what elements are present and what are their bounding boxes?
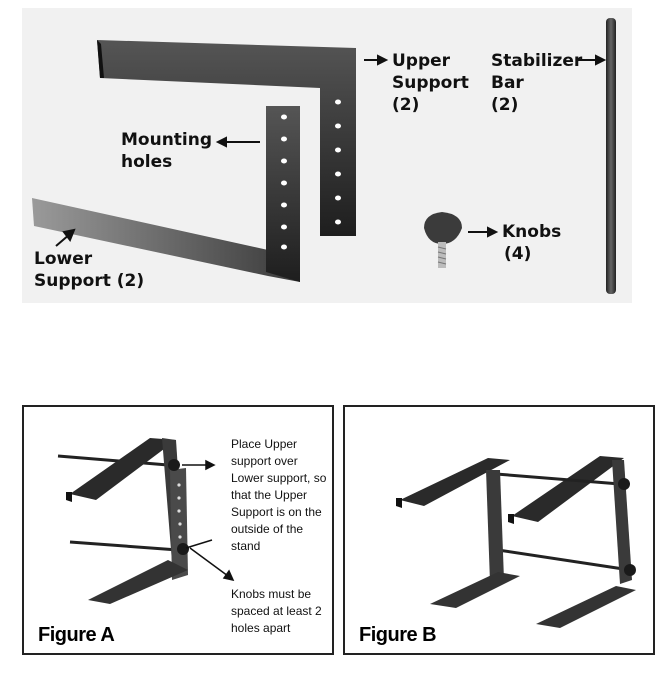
- figure-b-panel: [343, 405, 655, 655]
- arrow-stabilizer-icon: [578, 54, 607, 66]
- upper-support-label: Upper Support (2): [392, 51, 469, 115]
- knobs-label: Knobs (4): [502, 222, 562, 264]
- arrow-knobs-icon: [468, 226, 499, 238]
- place-upper-support-note: Place Upper support over Lower support, …: [231, 437, 327, 553]
- arrow-lower-support-icon: [55, 228, 76, 247]
- arrow-upper-support-icon: [364, 54, 389, 66]
- knob-part: [424, 212, 462, 268]
- figure-a-title: Figure A: [38, 624, 115, 646]
- figure-a-panel: [22, 405, 334, 655]
- mounting-holes-label: Mounting holes: [121, 130, 213, 172]
- figure-b-title: Figure B: [359, 624, 437, 646]
- arrow-place-note-icon: [182, 459, 216, 471]
- figure-a-stand: [57, 438, 189, 604]
- upper-support-part: [97, 40, 356, 236]
- arrow-knobs-note-icon: [185, 539, 235, 582]
- arrow-mounting-holes-icon: [215, 136, 260, 148]
- stabilizer-bar-part: [606, 18, 616, 294]
- knobs-spacing-note: Knobs must be spaced at least 2 holes ap…: [231, 587, 322, 635]
- stabilizer-bar-label: Stabilizer Bar (2): [491, 51, 583, 115]
- lower-support-label: Lower Support (2): [34, 249, 145, 291]
- lower-support-part: [32, 106, 300, 282]
- figure-b-stand: [396, 456, 636, 628]
